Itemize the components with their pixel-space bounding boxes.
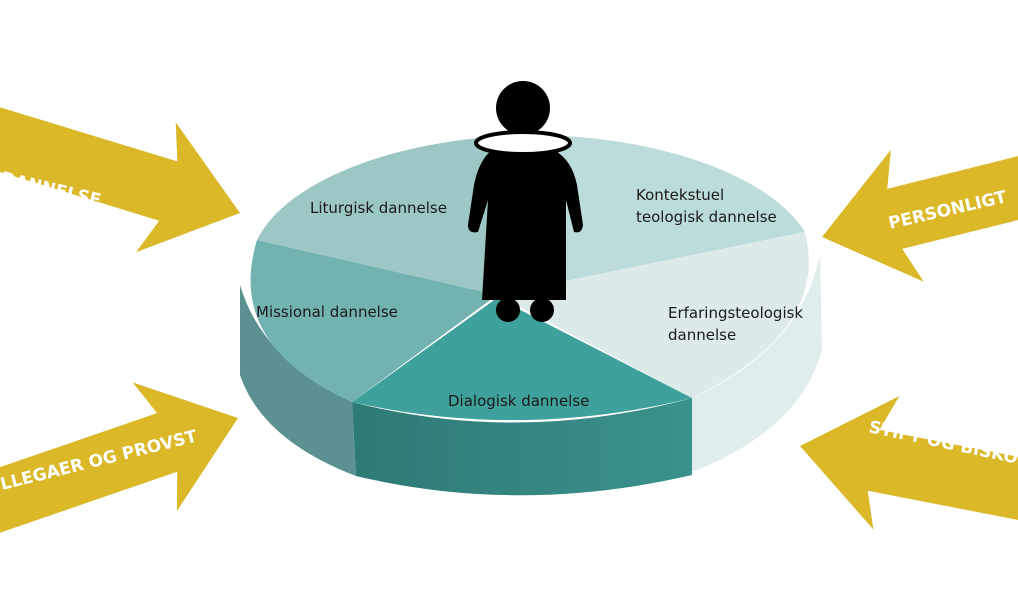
- slice-dialogisk: [352, 298, 692, 421]
- arrow-bottom-left: [0, 382, 238, 585]
- slice-liturgisk: [257, 134, 545, 295]
- arrow-top-right: [822, 105, 1018, 282]
- arrow-bottom-right: [800, 396, 1018, 557]
- slice-erfaring: [497, 232, 809, 398]
- pie-side-right: [692, 255, 822, 472]
- label-dialogisk: Dialogisk dannelse: [448, 392, 589, 410]
- label-missional: Missional dannelse: [256, 303, 398, 321]
- arrow-top-left: [0, 60, 240, 253]
- label-kontekstuel-2: teologisk dannelse: [636, 208, 777, 226]
- slice-missional: [250, 240, 497, 402]
- person-figure-icon: [468, 81, 583, 322]
- label-kontekstuel-1: Kontekstuel: [636, 186, 724, 204]
- label-liturgisk: Liturgisk dannelse: [310, 199, 447, 217]
- pie-side-left: [240, 285, 356, 476]
- label-erfaring-2: dannelse: [668, 326, 736, 344]
- pie-side-dialogisk: [352, 398, 692, 496]
- label-erfaring-1: Erfaringsteologisk: [668, 304, 803, 322]
